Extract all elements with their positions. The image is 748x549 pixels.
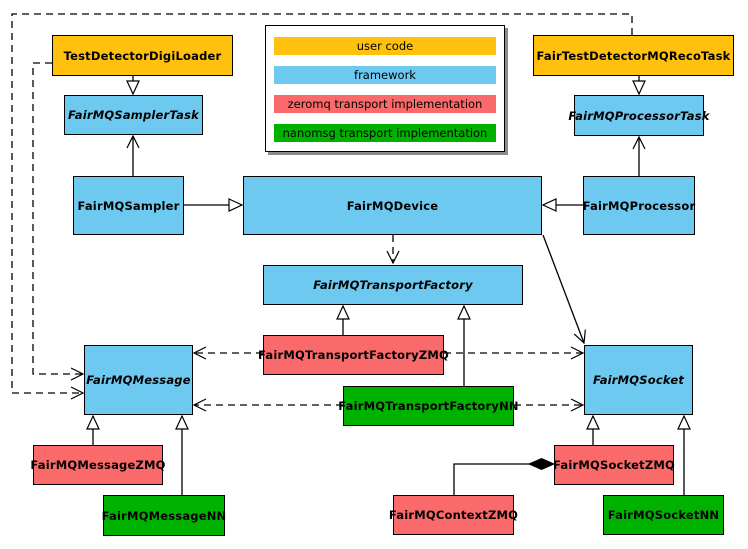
node-fairmq-transport-factory: FairMQTransportFactory — [263, 265, 523, 305]
edge-dep-recotask-message — [11, 13, 633, 400]
edge-dep-digiloader-message — [32, 62, 85, 381]
node-fairmq-message-nn: FairMQMessageNN — [102, 495, 226, 536]
node-fairmq-transport-factory-zmq: FairMQTransportFactoryZMQ — [258, 335, 449, 375]
node-fairmq-socket: FairMQSocket — [584, 345, 693, 415]
node-fairmq-transport-factory-nn: FairMQTransportFactoryNN — [338, 386, 519, 426]
node-fairmq-sampler-task: FairMQSamplerTask — [64, 95, 203, 135]
legend-item-framework: framework — [274, 66, 496, 84]
node-fairmq-sampler: FairMQSampler — [73, 176, 184, 235]
node-fairmq-message-zmq: FairMQMessageZMQ — [30, 445, 165, 485]
node-fair-test-detector-mq-reco-task: FairTestDetectorMQRecoTask — [533, 35, 734, 76]
node-fairmq-context-zmq: FairMQContextZMQ — [389, 495, 518, 535]
node-fairmq-processor: FairMQProcessor — [583, 176, 695, 235]
legend: user code framework zeromq transport imp… — [265, 25, 505, 152]
legend-item-user-code: user code — [274, 37, 496, 55]
node-fairmq-device: FairMQDevice — [243, 176, 542, 235]
legend-item-nanomsg: nanomsg transport implementation — [274, 124, 496, 142]
node-fairmq-socket-zmq: FairMQSocketZMQ — [553, 445, 675, 485]
node-fairmq-socket-nn: FairMQSocketNN — [603, 495, 724, 535]
node-test-detector-digi-loader: TestDetectorDigiLoader — [52, 35, 233, 76]
legend-item-zeromq: zeromq transport implementation — [274, 95, 496, 113]
node-fairmq-message: FairMQMessage — [84, 345, 193, 415]
node-fairmq-processor-task: FairMQProcessorTask — [568, 95, 709, 136]
edge-comp-contextzmq-socketzmq — [453, 464, 554, 495]
edge-assoc-device-socket — [542, 234, 586, 345]
